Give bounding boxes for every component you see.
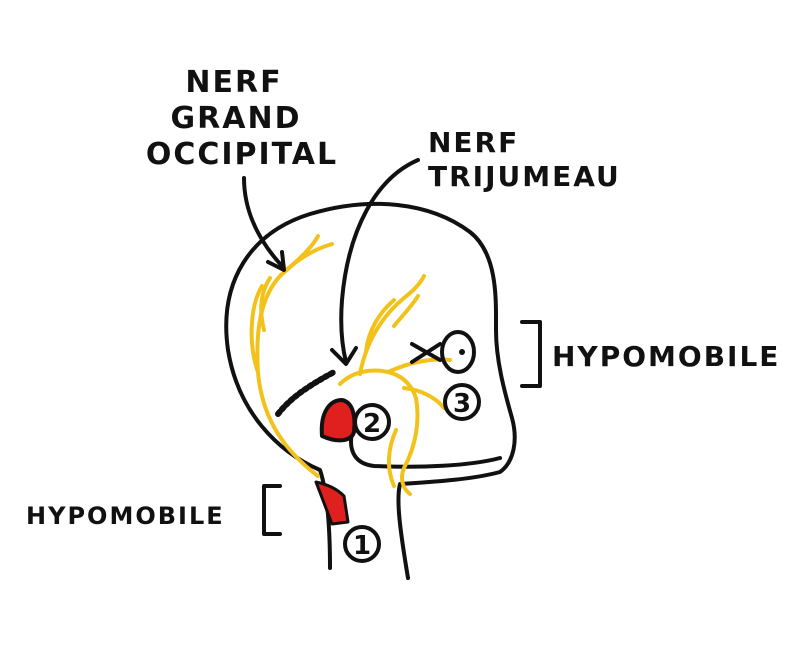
arrow-occipital <box>242 176 286 272</box>
label-hypomobile-jaw: HYPOMOBILE <box>552 340 780 373</box>
svg-text:TRIJUMEAU: TRIJUMEAU <box>428 160 621 193</box>
svg-text:OCCIPITAL: OCCIPITAL <box>146 137 338 172</box>
label-hypomobile-neck: HYPOMOBILE <box>26 502 225 530</box>
trigeminal-nerve-jaw <box>387 428 398 488</box>
svg-text:GRAND: GRAND <box>171 101 302 136</box>
svg-text:2: 2 <box>363 409 381 439</box>
trigeminal-nerve-branches <box>338 274 452 496</box>
occipital-nerve-branch-c <box>259 276 272 332</box>
trigeminal-nerve-lower <box>402 386 446 410</box>
svg-text:NERF: NERF <box>428 126 519 159</box>
bracket-neck <box>262 484 282 536</box>
tmj-joint-mark <box>410 330 476 374</box>
trigeminal-nerve-upper-c <box>392 294 420 328</box>
bracket-jaw <box>520 320 542 388</box>
arrow-trigeminal <box>330 158 420 366</box>
marker-1: 1 <box>343 525 381 563</box>
neck-muscle <box>314 480 350 526</box>
red-muscles <box>314 398 357 526</box>
trigeminal-nerve-root <box>338 368 420 496</box>
svg-text:3: 3 <box>453 389 471 419</box>
occipital-nerve-branch-b <box>278 234 320 278</box>
label-trigeminal-nerve: NERF TRIJUMEAU <box>428 126 621 193</box>
greater-occipital-nerve-branches <box>249 234 334 478</box>
svg-text:NERF: NERF <box>185 65 282 100</box>
occipital-nerve-branch-a <box>249 284 264 374</box>
label-greater-occipital-nerve: NERF GRAND OCCIPITAL <box>146 65 338 172</box>
marker-2: 2 <box>353 403 391 441</box>
trigeminal-nerve-upper-b <box>364 298 396 354</box>
head-outline <box>224 201 517 580</box>
marker-3: 3 <box>443 383 481 421</box>
svg-text:1: 1 <box>353 531 371 561</box>
occipital-suture-mark <box>275 369 337 417</box>
jaw-muscle <box>319 398 357 443</box>
